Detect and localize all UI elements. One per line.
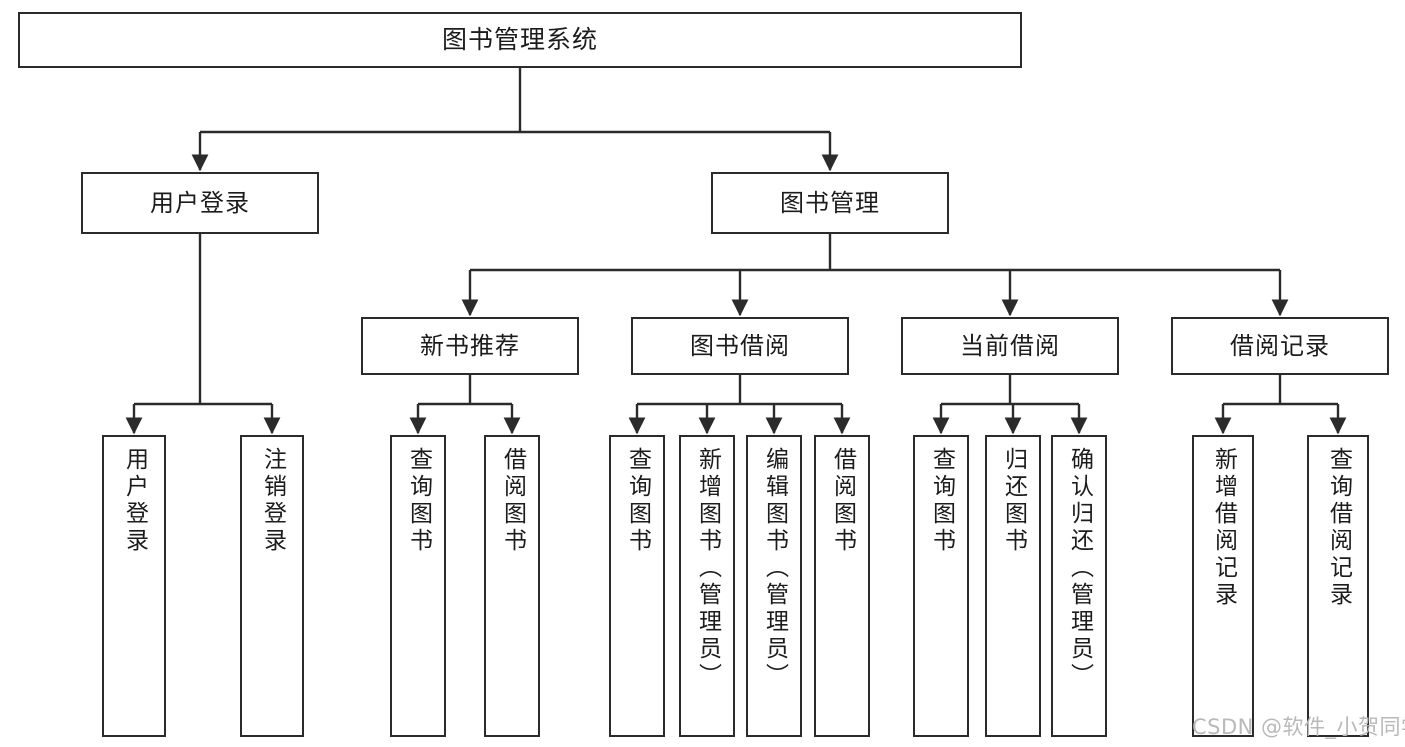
node-leaf-query-book-bb-label: 查询图书 xyxy=(624,447,651,555)
node-book-manage[interactable]: 图书管理 xyxy=(711,172,949,234)
node-current-borrow[interactable]: 当前借阅 xyxy=(901,317,1119,375)
node-leaf-query-book-cb[interactable]: 查询图书 xyxy=(913,435,969,737)
node-leaf-confirm-return-admin-label: 确认归还（管理员） xyxy=(1066,447,1093,690)
node-leaf-add-book-admin-label: 新增图书（管理员） xyxy=(694,447,721,690)
node-current-borrow-label: 当前借阅 xyxy=(960,331,1060,360)
node-user-login[interactable]: 用户登录 xyxy=(81,172,319,234)
node-leaf-return-book[interactable]: 归还图书 xyxy=(985,435,1041,737)
node-leaf-user-login[interactable]: 用户登录 xyxy=(102,435,166,737)
node-leaf-add-book-admin[interactable]: 新增图书（管理员） xyxy=(679,435,735,737)
node-leaf-add-borrow-record[interactable]: 新增借阅记录 xyxy=(1192,435,1254,737)
node-root[interactable]: 图书管理系统 xyxy=(18,12,1022,68)
node-book-manage-label: 图书管理 xyxy=(780,188,880,217)
node-leaf-query-book-cb-label: 查询图书 xyxy=(928,447,955,555)
node-leaf-query-borrow-record[interactable]: 查询借阅记录 xyxy=(1307,435,1369,737)
node-book-borrow-label: 图书借阅 xyxy=(690,331,790,360)
node-leaf-add-borrow-record-label: 新增借阅记录 xyxy=(1210,447,1237,609)
node-borrow-record[interactable]: 借阅记录 xyxy=(1171,317,1389,375)
node-leaf-borrow-book-rec[interactable]: 借阅图书 xyxy=(484,435,540,737)
node-leaf-borrow-book-bb-label: 借阅图书 xyxy=(829,447,856,555)
node-leaf-return-book-label: 归还图书 xyxy=(1000,447,1027,555)
node-leaf-edit-book-admin-label: 编辑图书（管理员） xyxy=(761,447,788,690)
node-leaf-query-borrow-record-label: 查询借阅记录 xyxy=(1325,447,1352,609)
node-leaf-query-book-rec-label: 查询图书 xyxy=(405,447,432,555)
node-root-label: 图书管理系统 xyxy=(441,25,598,55)
node-leaf-user-logout[interactable]: 注销登录 xyxy=(240,435,304,737)
node-borrow-record-label: 借阅记录 xyxy=(1230,331,1330,360)
node-leaf-user-login-label: 用户登录 xyxy=(121,447,148,555)
node-leaf-query-book-bb[interactable]: 查询图书 xyxy=(609,435,665,737)
node-leaf-edit-book-admin[interactable]: 编辑图书（管理员） xyxy=(746,435,802,737)
node-user-login-label: 用户登录 xyxy=(150,188,250,217)
node-new-book-rec-label: 新书推荐 xyxy=(420,331,520,360)
node-leaf-user-logout-label: 注销登录 xyxy=(259,447,286,555)
node-leaf-query-book-rec[interactable]: 查询图书 xyxy=(390,435,446,737)
node-leaf-borrow-book-bb[interactable]: 借阅图书 xyxy=(814,435,870,737)
node-leaf-borrow-book-rec-label: 借阅图书 xyxy=(499,447,526,555)
node-leaf-confirm-return-admin[interactable]: 确认归还（管理员） xyxy=(1051,435,1107,737)
node-book-borrow[interactable]: 图书借阅 xyxy=(631,317,849,375)
node-new-book-rec[interactable]: 新书推荐 xyxy=(361,317,579,375)
